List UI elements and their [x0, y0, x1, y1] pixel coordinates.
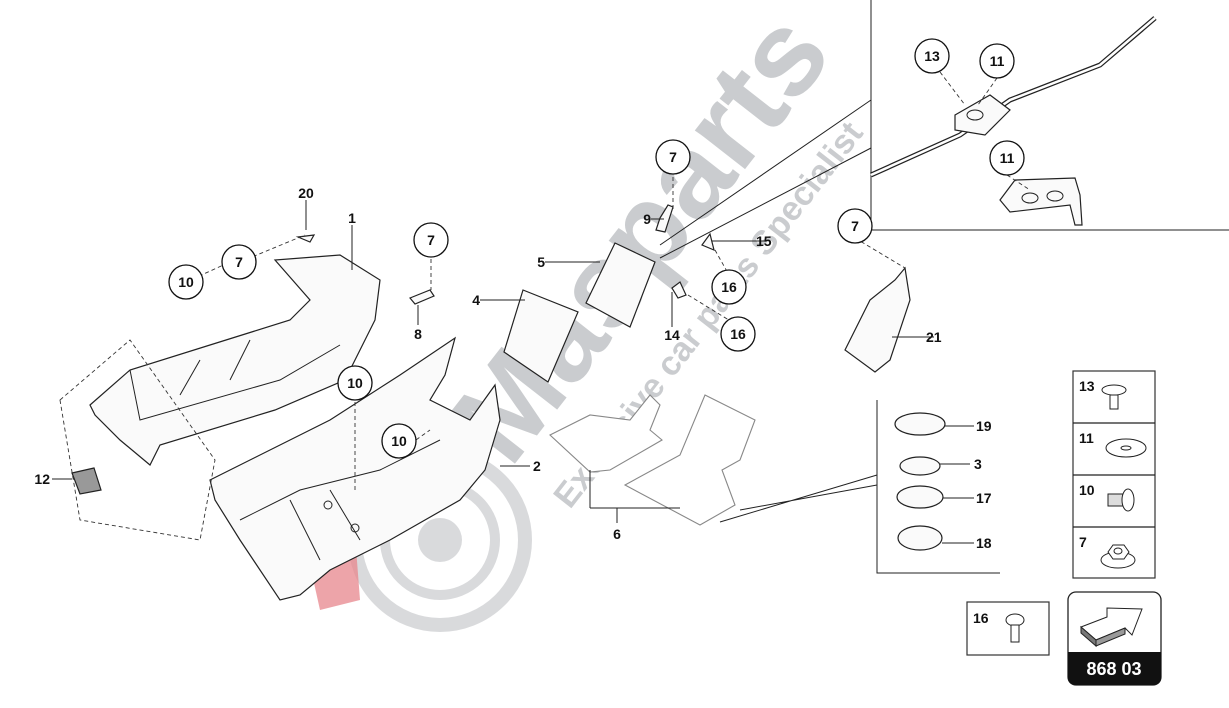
svg-text:16: 16: [730, 326, 746, 342]
svg-text:7: 7: [427, 232, 435, 248]
bolt-icon: [1107, 488, 1135, 512]
callout-circled: 10: [337, 365, 373, 401]
screw-legend: 16: [966, 601, 1050, 656]
screw-icon: [1005, 613, 1025, 643]
callout-circled: 16: [711, 269, 747, 305]
callout-circled: 7: [837, 208, 873, 244]
fastener-legend: 13 11 10 7: [1072, 370, 1156, 579]
callout-label: 4: [472, 292, 480, 308]
rivet-icon: [1101, 384, 1127, 410]
callout-circled: 7: [655, 139, 691, 175]
callout-label: 17: [976, 490, 992, 506]
svg-text:10: 10: [347, 375, 363, 391]
legend-number: 13: [1079, 378, 1095, 394]
callout-label: 15: [756, 233, 772, 249]
callout-label: 5: [537, 254, 545, 270]
svg-text:13: 13: [924, 48, 940, 64]
svg-text:7: 7: [669, 149, 677, 165]
arrow-icon: [1080, 607, 1143, 648]
part-3-grommet: [899, 456, 941, 476]
part-14-clip: [671, 281, 687, 299]
callout-circled: 11: [979, 43, 1015, 79]
callout-label: 6: [613, 526, 621, 542]
part-15-clip: [701, 232, 715, 252]
callout-circled: 7: [221, 244, 257, 280]
callout-label: 19: [976, 418, 992, 434]
page-reference-button[interactable]: 868 03: [1067, 591, 1162, 686]
part-17-grommet: [896, 485, 944, 509]
callout-label: 21: [926, 329, 942, 345]
svg-text:10: 10: [178, 274, 194, 290]
fastener-group: [719, 400, 1000, 574]
svg-text:16: 16: [721, 279, 737, 295]
part-6-heat-shields: [549, 394, 756, 526]
part-20-clip: [295, 234, 316, 243]
part-19-grommet: [894, 412, 946, 436]
part-1-front-floor-panel: [89, 254, 381, 466]
callout-circled: 7: [413, 222, 449, 258]
page-reference-code: 868 03: [1086, 659, 1141, 679]
callout-label: 18: [976, 535, 992, 551]
callout-circled: 13: [914, 38, 950, 74]
svg-text:7: 7: [851, 218, 859, 234]
legend-number: 7: [1079, 534, 1087, 550]
callout-circled: 11: [989, 140, 1025, 176]
callout-label: 9: [643, 211, 651, 227]
callout-label: 14: [664, 327, 680, 343]
callout-label: 1: [348, 210, 356, 226]
svg-text:11: 11: [990, 53, 1005, 69]
callout-label: 12: [34, 471, 50, 487]
part-21-bracket: [844, 266, 911, 373]
part-9-bracket: [655, 204, 674, 233]
part-5-cover-plate: [585, 242, 656, 328]
part-18-cap: [897, 525, 943, 551]
legend-number: 11: [1079, 430, 1094, 446]
legend-number: 16: [973, 610, 989, 626]
svg-text:7: 7: [235, 254, 243, 270]
washer-icon: [1105, 438, 1147, 458]
callout-circled: 10: [381, 423, 417, 459]
callout-label: 2: [533, 458, 541, 474]
hex-nut-icon: [1100, 544, 1136, 569]
part-8-bracket: [409, 289, 435, 305]
callout-label: 3: [974, 456, 982, 472]
part-4-cover-plate: [503, 289, 579, 383]
callout-circled: 16: [720, 316, 756, 352]
legend-number: 10: [1079, 482, 1095, 498]
callout-label: 8: [414, 326, 422, 342]
callout-label: 20: [298, 185, 314, 201]
part-12-pad: [71, 467, 102, 495]
callout-circled: 10: [168, 264, 204, 300]
svg-text:11: 11: [1000, 150, 1015, 166]
svg-text:10: 10: [391, 433, 407, 449]
